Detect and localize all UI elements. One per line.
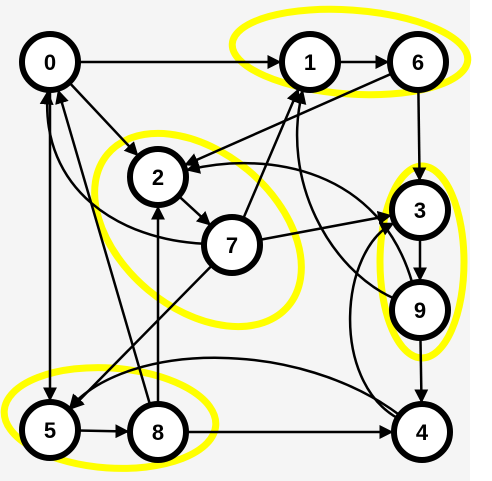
node-label: 4	[416, 420, 429, 445]
node-label: 3	[414, 198, 426, 223]
node-label: 1	[304, 50, 316, 75]
edge-9-to-1	[292, 89, 395, 300]
node-5: 5	[19, 399, 81, 461]
node-circle	[389, 179, 451, 241]
node-label: 0	[44, 50, 56, 75]
node-8: 8	[127, 401, 189, 463]
node-3: 3	[389, 179, 451, 241]
edge-9-to-2	[185, 160, 414, 284]
node-7: 7	[201, 214, 263, 276]
edge-0-to-2	[68, 81, 139, 157]
node-circle	[391, 401, 453, 463]
node-label: 8	[152, 420, 164, 445]
edge-2-to-7	[177, 195, 211, 226]
edge-7-to-1	[241, 88, 300, 220]
node-circle	[201, 214, 263, 276]
edge-7-to-3	[259, 210, 392, 242]
edge-9-to-4	[414, 337, 429, 404]
node-label: 6	[412, 50, 424, 75]
node-4: 4	[391, 401, 453, 463]
edge-8-to-0	[55, 89, 152, 406]
node-circle	[19, 31, 81, 93]
node-label: 2	[152, 165, 164, 190]
edge-4-to-5	[68, 356, 401, 417]
node-circle	[387, 31, 449, 93]
node-layer: 0 1 6 2 7 3 9 5 8 4	[19, 31, 453, 463]
edge-6-to-2	[184, 72, 393, 167]
node-label: 7	[226, 233, 238, 258]
node-0: 0	[19, 31, 81, 93]
edge-5-to-8	[77, 424, 130, 439]
node-label: 5	[44, 418, 56, 443]
edge-6-to-3	[412, 89, 427, 182]
node-circle	[389, 279, 451, 341]
edge-7-to-5	[70, 264, 214, 410]
highlight-group-5-8	[0, 364, 220, 472]
node-circle	[279, 31, 341, 93]
node-circle	[127, 401, 189, 463]
highlight-group-2-7	[91, 129, 305, 331]
node-6: 6	[387, 31, 449, 93]
edge-layer	[39, 55, 429, 439]
node-1: 1	[279, 31, 341, 93]
node-9: 9	[389, 279, 451, 341]
node-2: 2	[127, 146, 189, 208]
node-circle	[19, 399, 81, 461]
node-circle	[127, 146, 189, 208]
node-label: 9	[414, 298, 426, 323]
